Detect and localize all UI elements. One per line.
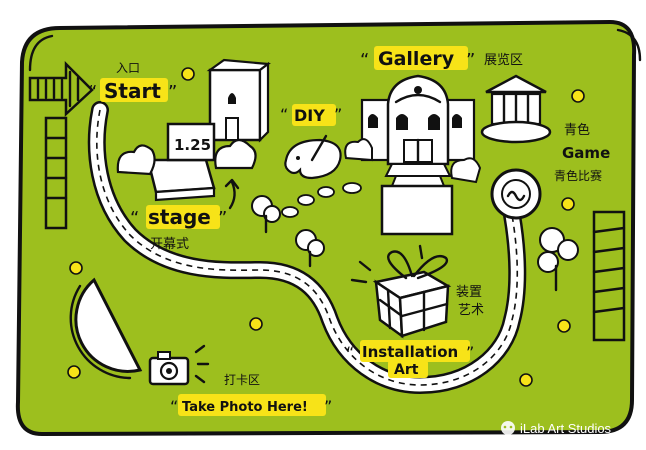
svg-text:“: “	[360, 50, 369, 71]
photo-label-cn: 打卡区	[224, 373, 260, 387]
half-circle-shape	[69, 277, 143, 380]
winding-path	[87, 101, 527, 395]
svg-text:“: “	[88, 82, 97, 103]
camera-icon	[148, 344, 210, 386]
stage-label: stage	[148, 205, 211, 229]
svg-text:“: “	[170, 397, 178, 416]
svg-text:“: “	[346, 343, 354, 362]
game-label-cn-bottom: 青色比赛	[554, 168, 602, 183]
gift-box-icon	[350, 244, 452, 339]
game-label-cn-top: 青色	[564, 122, 590, 138]
diy-label: DIY	[294, 106, 325, 125]
game-label: Game	[562, 144, 610, 162]
svg-text:”: ”	[168, 82, 177, 103]
left-bench-icon	[44, 116, 68, 230]
stepping-stones	[281, 182, 362, 218]
installation-label-cn-2: 艺术	[458, 303, 484, 318]
watermark: iLab Art Studios	[501, 421, 612, 436]
entrance-arrow-icon	[28, 60, 94, 117]
right-bench-icon	[592, 210, 626, 342]
tree-icon	[251, 195, 579, 292]
pavilion-icon	[480, 74, 552, 144]
gallery-label-cn: 展览区	[484, 52, 523, 68]
bush-icon	[116, 138, 257, 176]
bush-icon	[344, 138, 482, 184]
svg-text:“: “	[280, 105, 288, 124]
installation-label-cn-1: 装置	[456, 285, 482, 300]
svg-text:”: ”	[466, 343, 474, 362]
watermark-text: iLab Art Studios	[520, 421, 612, 436]
svg-text:”: ”	[466, 50, 475, 71]
svg-text:”: ”	[218, 208, 227, 229]
start-label-cn: 入口	[116, 61, 140, 75]
stage-icon: 1.25	[146, 122, 216, 202]
smiley-icon	[67, 67, 585, 387]
installation-label-2: Art	[394, 362, 419, 378]
gallery-label: Gallery	[378, 48, 455, 70]
start-label: Start	[104, 79, 161, 103]
svg-text:”: ”	[324, 397, 332, 416]
tower-building-icon	[206, 58, 271, 143]
gallery-building-icon	[360, 74, 476, 236]
game-target-icon	[490, 168, 542, 220]
installation-label-1: Installation	[362, 343, 458, 361]
svg-text:”: ”	[334, 105, 342, 124]
photo-label: Take Photo Here!	[182, 400, 308, 415]
svg-text:“: “	[130, 208, 139, 229]
palette-icon	[284, 134, 342, 180]
stage-sign: 1.25	[174, 136, 211, 154]
stage-label-cn: 开幕式	[150, 237, 189, 252]
